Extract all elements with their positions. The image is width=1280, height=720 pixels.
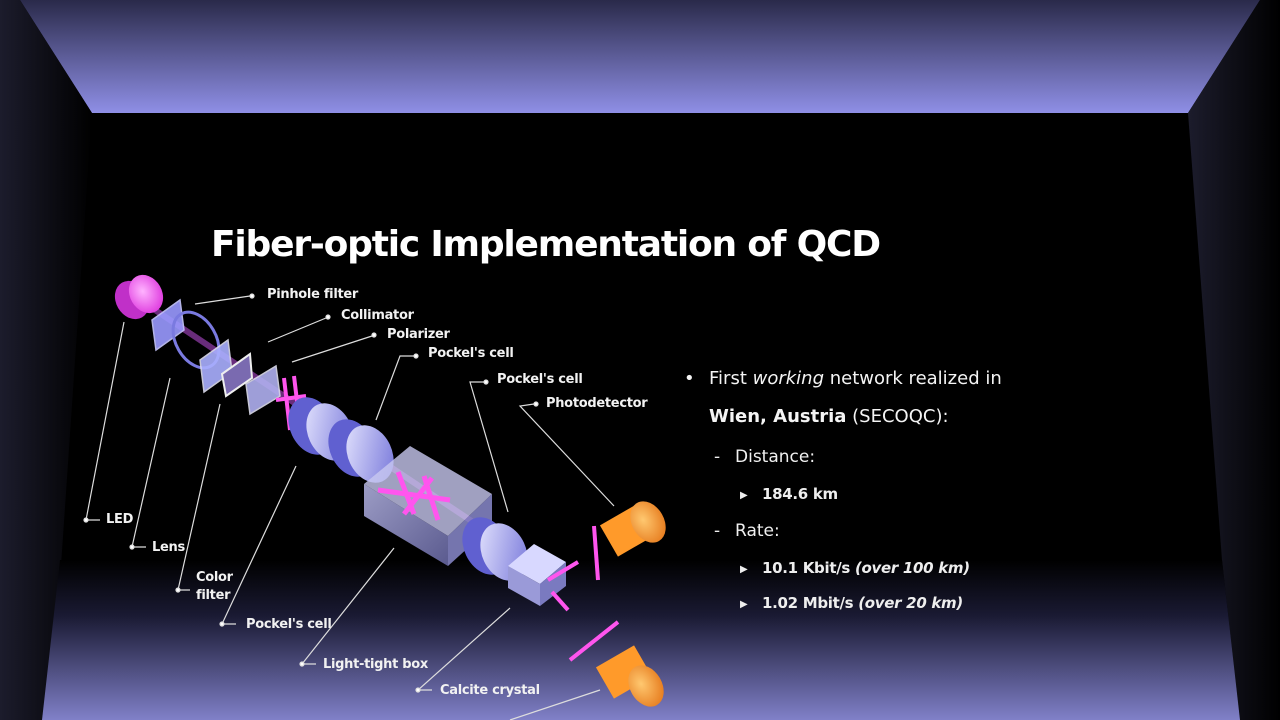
rate1-note: (over 100 km) xyxy=(854,559,970,577)
bullet-text: First xyxy=(709,368,753,389)
box-arrows xyxy=(377,471,451,521)
item-rate-1: ▶ 10.1 Kbit/s (over 100 km) xyxy=(740,557,970,581)
calcite-arrows xyxy=(546,525,620,662)
leader-color-filter xyxy=(177,403,221,591)
right-wall xyxy=(1188,0,1280,720)
leader-lens xyxy=(131,377,171,548)
item-rate-2: ▶ 1.02 Mbit/s (over 20 km) xyxy=(740,592,963,616)
label-pockels-cell-bottom: Pockel's cell xyxy=(246,617,332,632)
leader-lines xyxy=(83,293,615,720)
leader-dot xyxy=(219,621,225,627)
sub-bullet-rate: -Rate: xyxy=(714,519,780,543)
color-filter-plate xyxy=(220,352,254,398)
leader-dot xyxy=(325,314,331,320)
rate2-note: (over 20 km) xyxy=(858,594,963,612)
pinhole-filter-plate xyxy=(151,298,185,352)
label-light-tight-box: Light-tight box xyxy=(323,657,429,672)
photodetector-top xyxy=(599,501,666,557)
leader-light-box xyxy=(300,547,395,665)
label-pinhole-filter: Pinhole filter xyxy=(267,287,359,302)
rate1-value: 10.1 Kbit/s xyxy=(762,559,855,577)
leader-dot xyxy=(415,687,421,693)
label-color-filter-1: Color xyxy=(196,570,233,585)
polarizer-plate xyxy=(245,364,281,416)
leader-dot xyxy=(483,379,489,385)
leader-dot xyxy=(83,517,89,523)
triangle-right-icon: ▶ xyxy=(740,490,748,501)
label-lens: Lens xyxy=(152,540,185,555)
bullet-text: network realized in xyxy=(824,368,1002,389)
label-led: LED xyxy=(106,512,134,527)
bullet-first-network: • First working network realized in xyxy=(684,366,1002,392)
label-color-filter-2: filter xyxy=(196,588,231,603)
leader-pockels-bottom xyxy=(221,465,297,625)
triangle-right-icon: ▶ xyxy=(740,599,748,610)
bullet-dot-icon: • xyxy=(684,368,695,389)
pockels-cell-1 xyxy=(288,397,394,483)
label-collimator: Collimator xyxy=(341,308,414,323)
location-rest: (SECOQC): xyxy=(846,406,949,427)
item-distance-value: ▶ 184.6 km xyxy=(740,483,838,507)
distance-value: 184.6 km xyxy=(762,485,838,503)
leader-led xyxy=(85,321,125,521)
distance-label: Distance: xyxy=(735,447,816,467)
bullet-italic: working xyxy=(752,368,825,389)
label-polarizer: Polarizer xyxy=(387,327,450,342)
leader-dot xyxy=(175,587,181,593)
leader-dot xyxy=(299,661,305,667)
dash-icon: - xyxy=(714,447,721,467)
leader-collimator xyxy=(267,317,327,343)
leader-dot xyxy=(249,293,255,299)
label-photodetector: Photodetector xyxy=(546,396,648,411)
leader-pinhole xyxy=(194,295,251,305)
photodetector-bottom xyxy=(595,645,664,707)
leader-polarizer xyxy=(291,335,373,363)
slide-title: Fiber-optic Implementation of QCD xyxy=(211,224,881,266)
leader-photodetector xyxy=(518,403,615,507)
leader-dot xyxy=(533,401,539,407)
ceiling-panel xyxy=(20,0,1260,113)
leader-pockels-top xyxy=(375,355,414,421)
sub-bullet-distance: -Distance: xyxy=(714,445,815,469)
label-pockels-cell-right: Pockel's cell xyxy=(497,372,583,387)
rate-label: Rate: xyxy=(735,521,780,541)
leader-calcite xyxy=(416,607,511,691)
location-bold: Wien, Austria xyxy=(709,406,847,427)
leader-pockels-right xyxy=(469,381,509,513)
triangle-right-icon: ▶ xyxy=(740,564,748,575)
leader-dot xyxy=(413,353,419,359)
leader-bottom xyxy=(509,689,601,720)
floor-panel xyxy=(42,560,1240,720)
label-calcite-crystal: Calcite crystal xyxy=(440,683,540,698)
label-pockels-cell-top: Pockel's cell xyxy=(428,346,514,361)
bullet-location: Wien, Austria (SECOQC): xyxy=(709,404,949,430)
leader-dot xyxy=(371,332,377,338)
leader-dot xyxy=(129,544,135,550)
rate2-value: 1.02 Mbit/s xyxy=(762,594,859,612)
dash-icon: - xyxy=(714,521,721,541)
left-wall xyxy=(0,0,92,720)
led-component xyxy=(114,274,164,320)
